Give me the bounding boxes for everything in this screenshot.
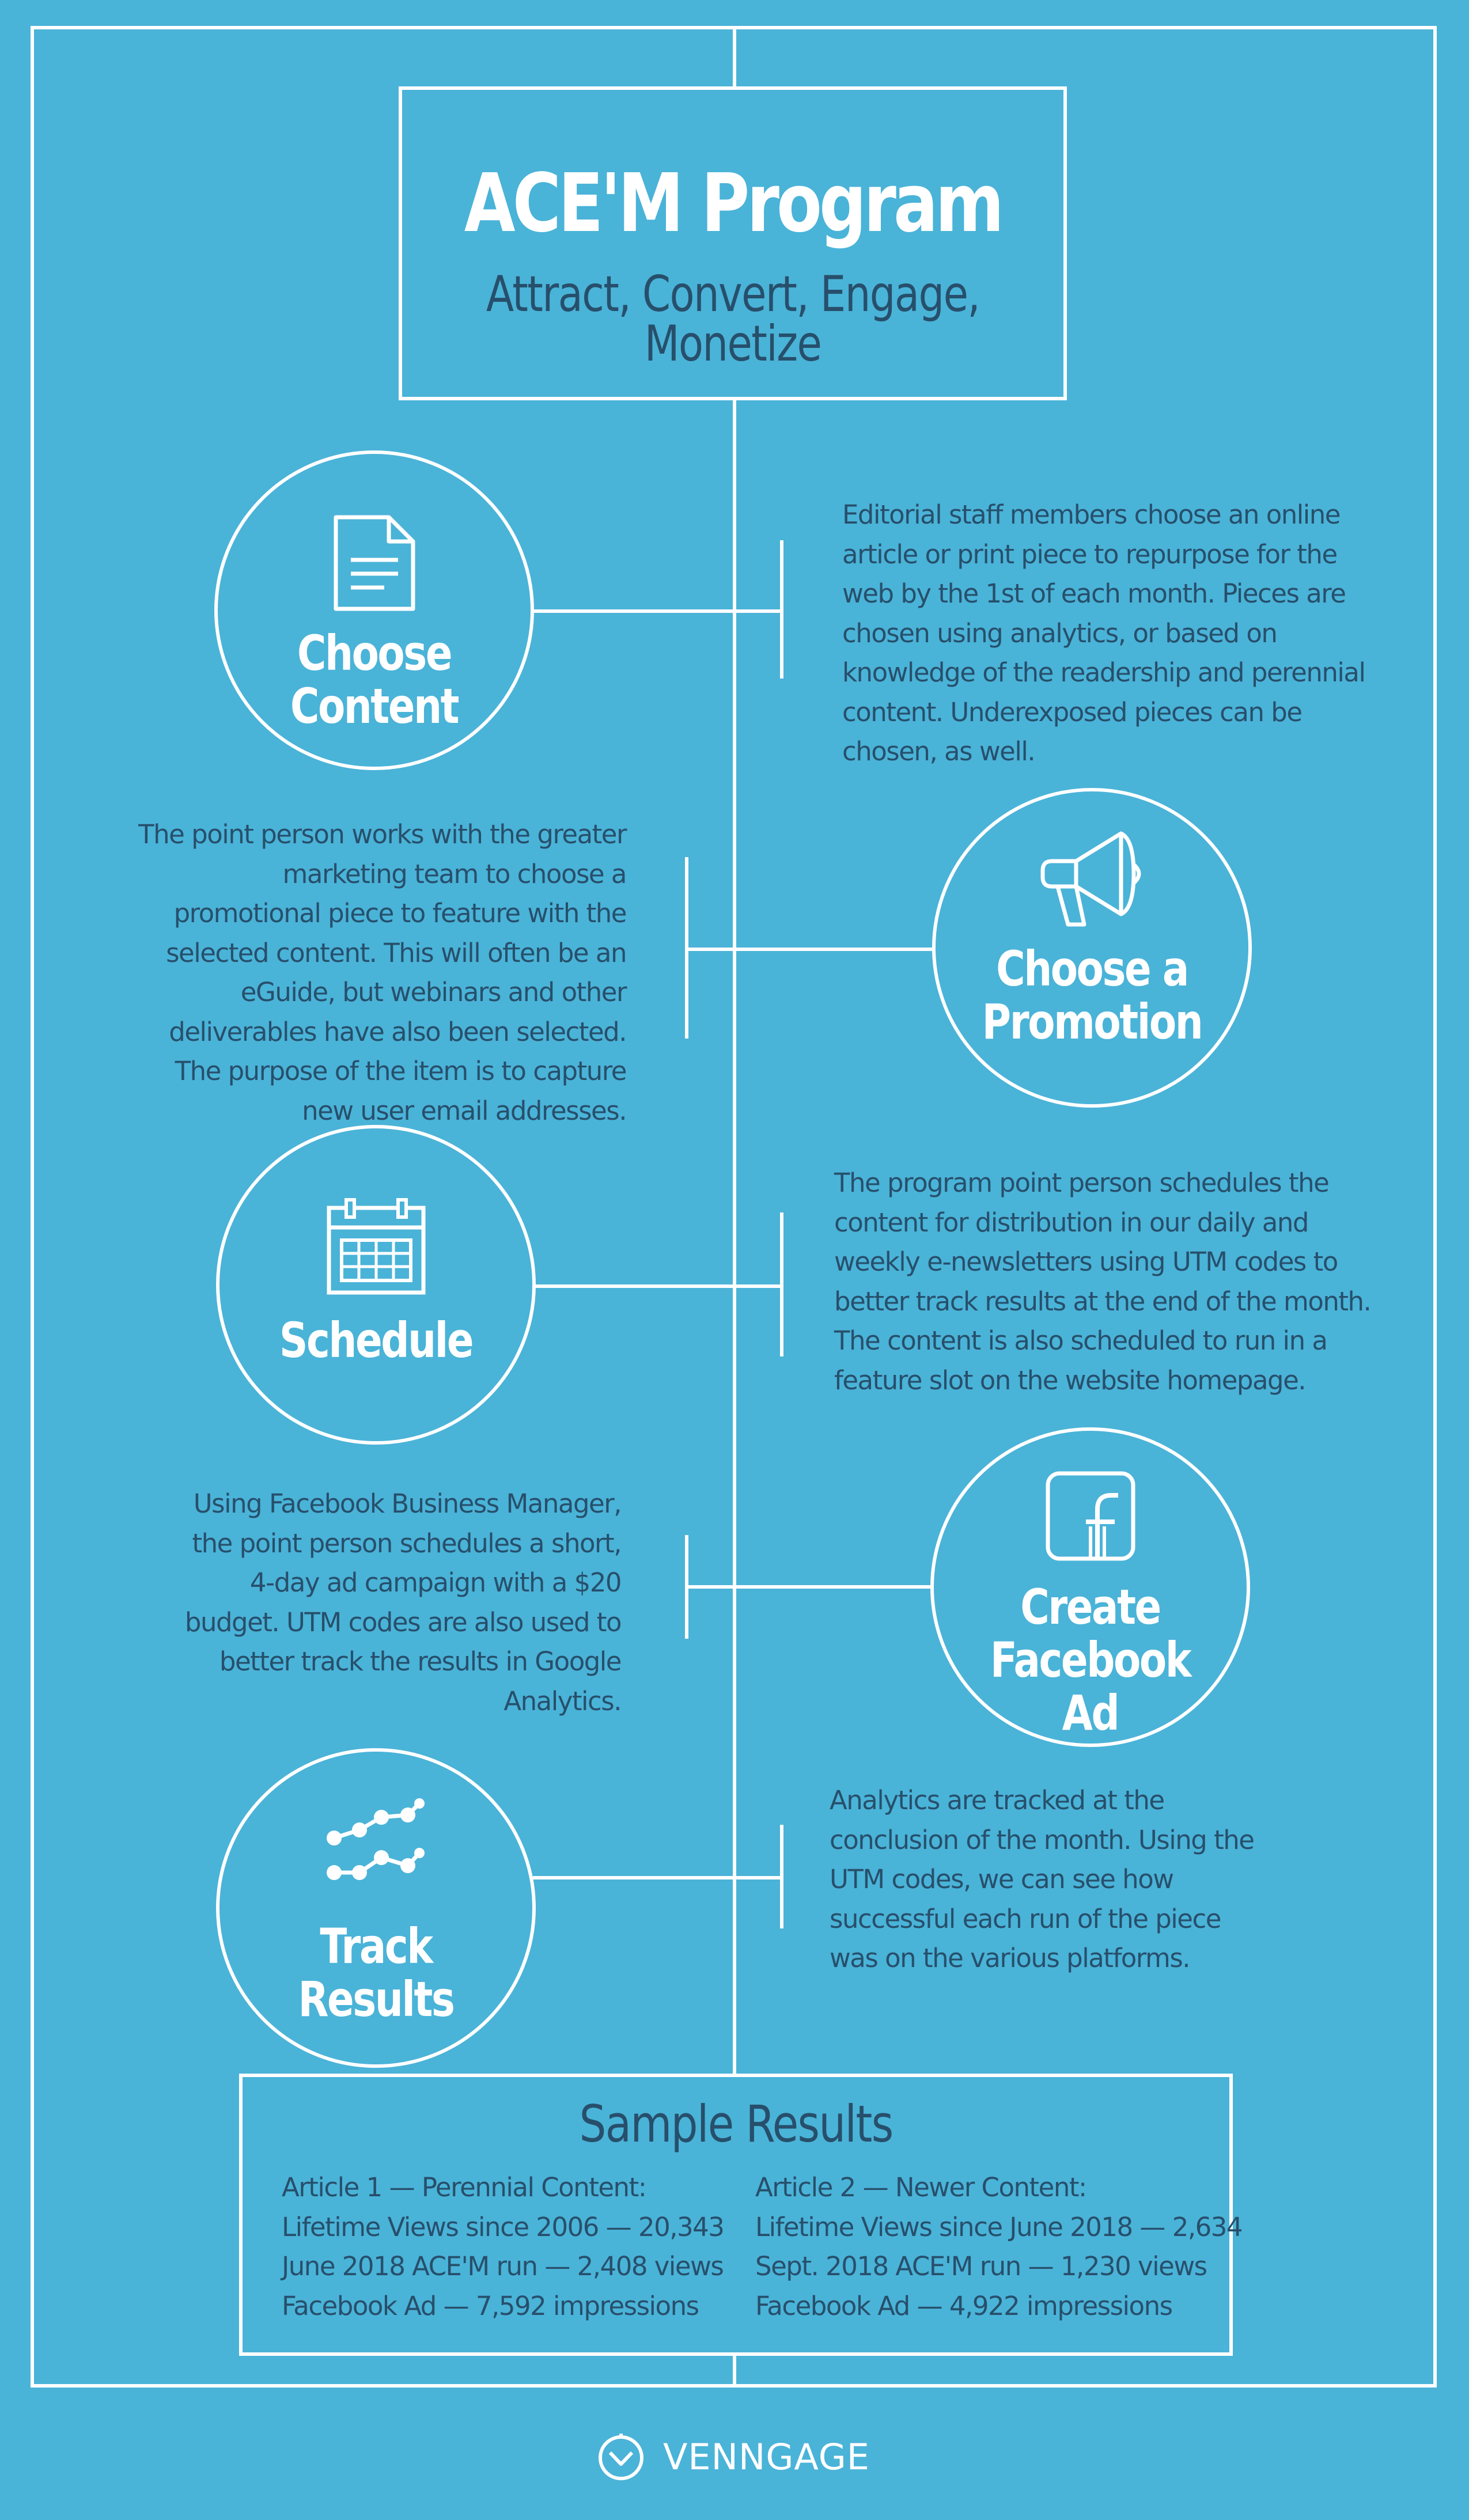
venngage-logo-icon: [599, 2434, 643, 2480]
step-description: The program point person schedules the c…: [834, 1168, 1372, 1396]
step-label: Create Facebook Ad: [990, 1579, 1192, 1741]
connector-line: [533, 609, 782, 613]
timeline-spine: [733, 26, 736, 2388]
step-label: Track Results: [298, 1918, 455, 2028]
step-description: Editorial staff members choose an online…: [842, 499, 1366, 767]
results-line: Facebook Ad — 4,922 impressions: [755, 2290, 1173, 2321]
results-line: Lifetime Views since June 2018 — 2,634: [755, 2211, 1243, 2242]
step-choose-promotion: Choose a Promotion: [932, 788, 1252, 1108]
connector-tick: [685, 857, 688, 1039]
connector-tick: [685, 1535, 688, 1639]
document-icon: [218, 513, 531, 616]
results-line: Sept. 2018 ACE'M run — 1,230 views: [755, 2251, 1207, 2282]
results-line: Lifetime Views since 2006 — 20,343: [282, 2211, 725, 2242]
calendar-icon: [219, 1196, 532, 1300]
sample-results-box: Sample Results Article 1 — Perennial Con…: [239, 2074, 1243, 2356]
connector-line: [685, 1585, 934, 1589]
step-schedule: Schedule: [216, 1125, 536, 1445]
results-line: Facebook Ad — 7,592 impressions: [282, 2290, 699, 2321]
facebook-icon: [934, 1470, 1247, 1565]
results-line: Article 1 — Perennial Content:: [282, 2172, 647, 2203]
step-label: Schedule: [279, 1312, 474, 1369]
connector-line: [533, 1284, 782, 1288]
brand-name: VENNGAGE: [663, 2435, 870, 2478]
results-line: June 2018 ACE'M run — 2,408 views: [282, 2251, 724, 2282]
step-track-results: Track Results: [216, 1748, 536, 2068]
connector-line: [685, 948, 934, 951]
results-line: Article 2 — Newer Content:: [755, 2172, 1087, 2203]
connector-tick: [780, 1825, 783, 1928]
connector-tick: [780, 1212, 783, 1356]
page-title: ACE'M Program: [464, 157, 1004, 251]
step-create-facebook-ad: Create Facebook Ad: [930, 1427, 1250, 1747]
results-title: Sample Results: [579, 2094, 893, 2154]
step-description: The point person works with the greater …: [138, 819, 627, 1126]
megaphone-icon: [936, 823, 1248, 935]
step-label: Choose Content: [290, 625, 460, 734]
page-subtitle: Attract, Convert, Engage, Monetize: [486, 266, 980, 373]
line-chart-icon: [219, 1798, 532, 1898]
title-box: ACE'M Program Attract, Convert, Engage, …: [399, 86, 1067, 400]
results-article-2: Article 2 — Newer Content: Lifetime View…: [755, 2168, 1243, 2326]
step-description: Using Facebook Business Manager, the poi…: [184, 1488, 622, 1716]
step-label: Choose a Promotion: [982, 941, 1203, 1050]
footer-brand[interactable]: VENNGAGE: [596, 2431, 896, 2483]
connector-line: [533, 1876, 782, 1879]
step-description: Analytics are tracked at the conclusion …: [830, 1785, 1255, 1973]
step-choose-content: Choose Content: [214, 450, 534, 770]
results-article-1: Article 1 — Perennial Content: Lifetime …: [282, 2168, 725, 2326]
connector-tick: [780, 540, 783, 679]
